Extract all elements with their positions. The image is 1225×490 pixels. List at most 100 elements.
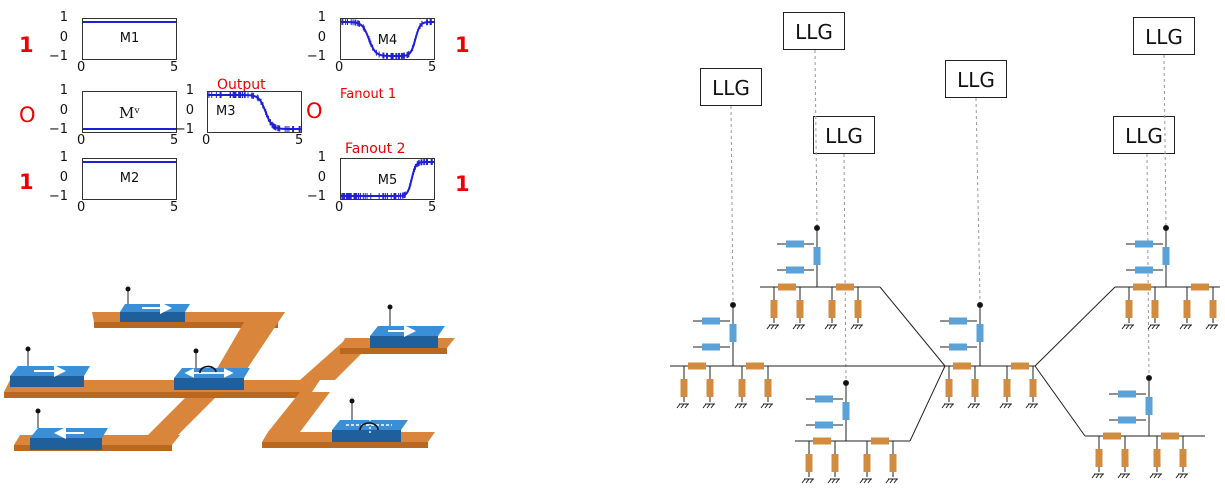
m2-ytick-min: −1 (42, 189, 68, 204)
ground-symbol (950, 404, 953, 408)
circuit-diagram (660, 0, 1225, 490)
resistor (813, 438, 831, 445)
nanomagnet-right-lower (332, 399, 408, 443)
ground-symbol (868, 479, 871, 483)
ground-symbol (946, 404, 949, 408)
m5-ytick-mid: 0 (300, 170, 326, 185)
ground-symbol (1158, 474, 1161, 478)
resistor (1146, 397, 1153, 415)
ground-symbol (972, 404, 975, 408)
ground-symbol (802, 479, 805, 483)
m5-state-label: 1 (455, 172, 470, 196)
wire (880, 287, 945, 366)
resistor (688, 363, 706, 370)
resistor (786, 241, 804, 248)
circuit-network (670, 226, 1220, 484)
ground-symbol (832, 479, 835, 483)
ground-symbol (1004, 404, 1007, 408)
ground-symbol (707, 404, 710, 408)
resistor (1154, 449, 1161, 467)
resistor (1210, 300, 1217, 318)
resistor (778, 284, 796, 291)
ground-symbol (1184, 474, 1187, 478)
resistor (843, 402, 850, 420)
mv-state-label: O (19, 103, 36, 127)
ground-symbol (1180, 474, 1183, 478)
resistor (815, 422, 833, 429)
ground-symbol (1206, 325, 1209, 329)
m3-ytick-mid: 0 (168, 103, 194, 118)
ground-symbol (836, 479, 839, 483)
ground-symbol (890, 479, 893, 483)
ground-symbol (769, 404, 772, 408)
m3-xtick-5: 5 (295, 133, 303, 148)
m4-xtick-0: 0 (335, 60, 343, 75)
resistor (829, 300, 836, 318)
ground-symbol (681, 404, 684, 408)
m1-label: M1 (83, 31, 176, 46)
m4-plot: M4 (340, 18, 435, 60)
mv-ytick-mid: 0 (42, 103, 68, 118)
wire (910, 366, 945, 441)
m4-label: M4 (341, 33, 434, 48)
ground-symbol (1122, 325, 1125, 329)
mv-ytick-max: 1 (42, 83, 68, 98)
ground-symbol (765, 404, 768, 408)
wire (1035, 287, 1115, 366)
resistor (1180, 449, 1187, 467)
resistor (814, 247, 821, 265)
resistor (765, 379, 772, 397)
mv-xtick-0: 0 (77, 133, 85, 148)
ground-symbol (685, 404, 688, 408)
m5-xtick-0: 0 (335, 200, 343, 215)
ground-symbol (1156, 325, 1159, 329)
m4-ytick-max: 1 (300, 10, 326, 25)
ground-symbol (1176, 474, 1179, 478)
resistor (855, 300, 862, 318)
ground-symbol (767, 325, 770, 329)
magnet-node (1164, 226, 1169, 231)
ground-symbol (1152, 325, 1155, 329)
ground-symbol (1150, 474, 1153, 478)
resistor (730, 324, 737, 342)
wire (1035, 366, 1085, 436)
ground-symbol (735, 404, 738, 408)
ground-symbol (797, 325, 800, 329)
m2-xtick-5: 5 (170, 200, 178, 215)
ground-symbol (703, 404, 706, 408)
ground-symbol (851, 325, 854, 329)
ground-symbol (1148, 325, 1151, 329)
m5-ytick-min: −1 (300, 189, 326, 204)
fanout1-label: Fanout 1 (340, 87, 396, 102)
ground-symbol (1034, 404, 1037, 408)
ground-symbol (860, 479, 863, 483)
m1-xtick-5: 5 (170, 60, 178, 75)
ground-symbol (1126, 474, 1129, 478)
m3-ytick-min: −1 (168, 122, 194, 137)
resistor (797, 300, 804, 318)
ground-symbol (1096, 474, 1099, 478)
resistor (832, 454, 839, 472)
ground-symbol (739, 404, 742, 408)
m1-state-label: 1 (19, 33, 34, 57)
m4-state-label: 1 (455, 33, 470, 57)
ground-symbol (829, 325, 832, 329)
ground-symbol (833, 325, 836, 329)
resistor (739, 379, 746, 397)
mv-ytick-min: −1 (42, 122, 68, 137)
ground-symbol (1184, 325, 1187, 329)
ground-symbol (711, 404, 714, 408)
nanomagnet-right-upper (370, 305, 445, 349)
resistor (949, 344, 967, 351)
m5-ytick-max: 1 (300, 150, 326, 165)
resistor (681, 379, 688, 397)
resistor (1122, 449, 1129, 467)
ground-symbol (886, 479, 889, 483)
resistor (871, 438, 889, 445)
resistor (949, 318, 967, 325)
ground-symbol (743, 404, 746, 408)
resistor (1011, 363, 1029, 370)
m1-plot: M1 (82, 18, 177, 60)
resistor (786, 267, 804, 274)
resistor (1118, 417, 1136, 424)
